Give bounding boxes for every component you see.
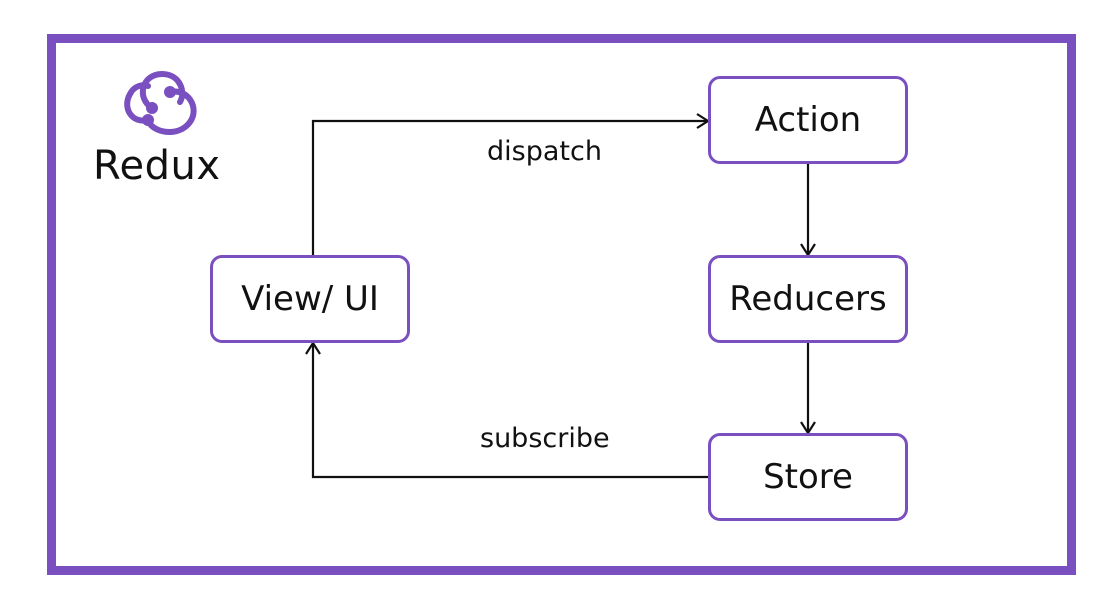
reducers-node-label: Reducers — [729, 279, 887, 319]
redux-logo-icon — [124, 70, 197, 135]
brand-title: Redux — [93, 143, 221, 189]
reducers-node: Reducers — [708, 255, 908, 343]
view-ui-node-label: View/ UI — [241, 279, 379, 319]
view-ui-node: View/ UI — [210, 255, 410, 343]
store-node: Store — [708, 433, 908, 521]
action-node-label: Action — [754, 100, 862, 140]
store-node-label: Store — [763, 457, 853, 497]
action-node: Action — [708, 76, 908, 164]
dispatch-label: dispatch — [487, 136, 602, 167]
subscribe-label: subscribe — [480, 423, 610, 454]
